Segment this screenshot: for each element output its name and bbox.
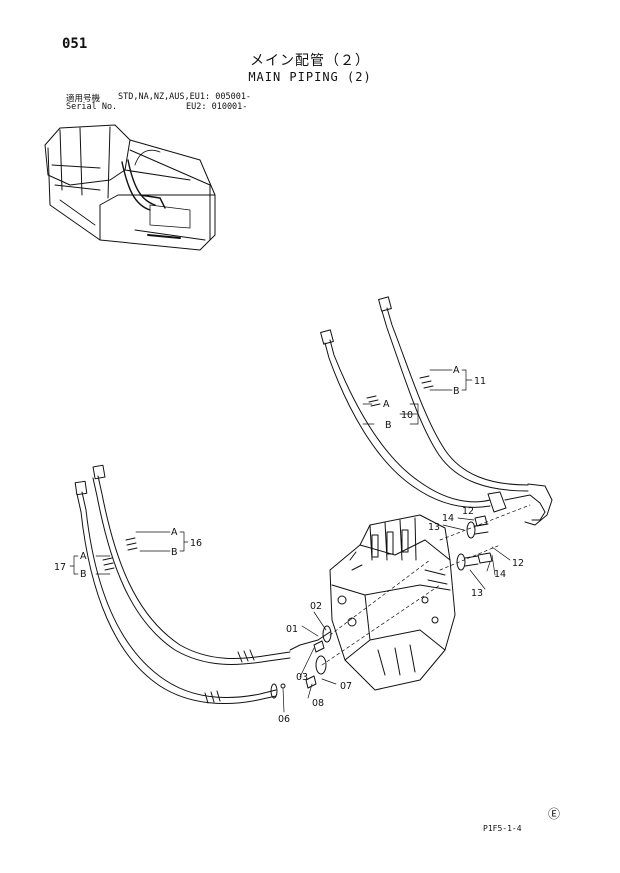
label-b-hose-10: B [385,420,392,431]
label-a-hose-10: A [383,399,390,410]
control-valve [329,514,456,691]
title-english: MAIN PIPING (2) [248,70,372,84]
page-number: 051 [62,36,88,52]
callout-14-lower: 14 [494,569,506,580]
fitting-07 [315,655,327,675]
label-a-hose-17: A [80,551,87,562]
serial-label-en: Serial No. [66,102,118,112]
label-a-hose-16: A [171,527,178,538]
fitting-13-lower [456,553,479,571]
hose-17 [74,480,278,704]
hose-16 [92,464,319,665]
leader-lines [69,369,511,713]
callout-08: 08 [312,698,324,709]
callout-01: 01 [286,624,298,635]
callout-10: 10 [401,410,413,421]
callout-12-lower: 12 [512,558,524,569]
assembly-lines [321,504,531,666]
excavator-overview-illustration [44,124,216,251]
callout-17: 17 [54,562,66,573]
o-ring-06 [280,683,286,689]
fitting-02 [317,625,332,643]
label-b-hose-17: B [80,569,87,580]
callout-02: 02 [310,601,322,612]
callout-06: 06 [278,714,290,725]
callout-11: 11 [474,376,486,387]
callout-14-upper: 14 [442,513,454,524]
hose-10 [320,329,546,521]
region-mark-icon: Ⓔ [548,807,560,821]
callout-12-upper: 12 [462,506,474,517]
callout-13-upper: 13 [428,522,440,533]
label-b-hose-11: B [453,386,460,397]
figure-reference: P1F5-1-4 [483,824,522,833]
bolt-08 [305,675,317,689]
callout-13-lower: 13 [471,588,483,599]
hose-11 [378,296,553,526]
callout-03: 03 [296,672,308,683]
title-japanese: メイン配管（２） [250,53,370,69]
serial-range-2: EU2: 010001- [186,102,248,112]
callout-16: 16 [190,538,202,549]
fitting-03-bolt [313,640,325,653]
serial-range-1: STD,NA,NZ,AUS,EU1: 005001- [118,92,252,102]
label-a-hose-11: A [453,365,460,376]
label-b-hose-16: B [171,547,178,558]
serial-label-jp: 適用号機 [66,94,101,104]
bolt-14 [474,515,493,564]
callout-07: 07 [340,681,352,692]
